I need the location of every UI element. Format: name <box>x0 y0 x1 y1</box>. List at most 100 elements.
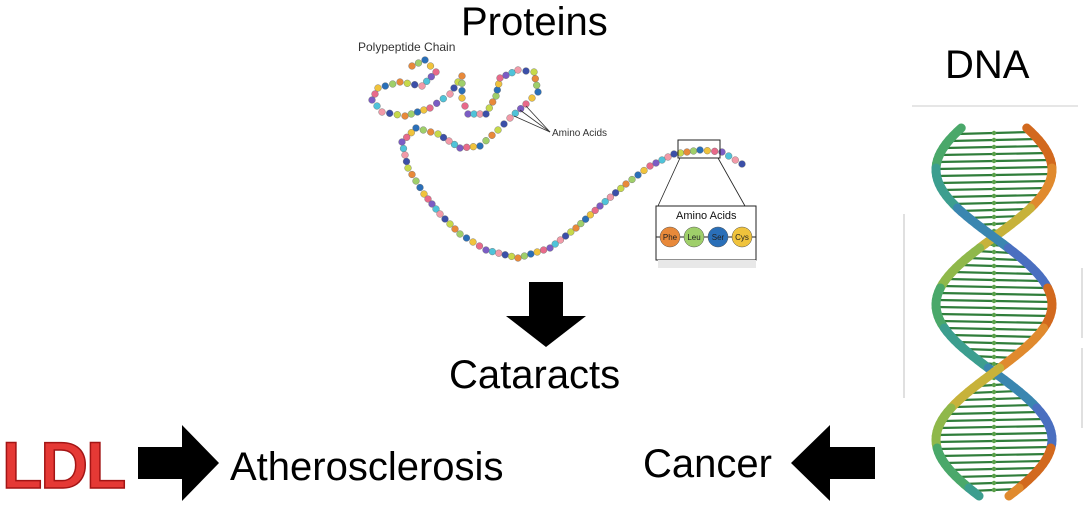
amino-acid-bead <box>515 255 522 262</box>
amino-acid-bead <box>623 181 630 188</box>
atom <box>992 306 996 310</box>
amino-acid-bead <box>476 243 483 250</box>
amino-acid-bead <box>409 171 416 178</box>
amino-acid-bead <box>534 249 541 256</box>
amino-acid-bead <box>379 109 386 116</box>
atom <box>992 299 996 303</box>
amino-acid-bead <box>535 89 542 96</box>
amino-acid-bead <box>459 80 466 87</box>
amino-acid-bead <box>697 147 704 154</box>
atom <box>992 334 996 338</box>
proteins-title: Proteins <box>461 2 608 42</box>
inset-shadow <box>658 260 756 268</box>
atom <box>992 348 996 352</box>
cancer-label: Cancer <box>643 444 772 484</box>
amino-acid-bead <box>489 248 496 255</box>
amino-acid-bead <box>470 239 477 246</box>
amino-acid-bead <box>459 87 466 94</box>
atom <box>992 453 996 457</box>
amino-acid-bead <box>532 75 539 82</box>
amino-acid-bead <box>533 82 540 89</box>
amino-acid-bead <box>442 216 449 223</box>
amino-acid-bead <box>739 161 746 168</box>
amino-acid-bead <box>405 165 412 172</box>
amino-acid-bead <box>397 79 404 86</box>
amino-acid-bead <box>465 111 472 118</box>
atom <box>992 257 996 261</box>
amino-acid-bead <box>477 143 484 150</box>
atom <box>992 432 996 436</box>
atom <box>992 439 996 443</box>
amino-acid-bead <box>495 127 502 134</box>
atom <box>992 474 996 478</box>
dna-base-pairs <box>934 130 1054 493</box>
amino-acid-bead <box>531 69 538 76</box>
amino-acid-bead <box>462 103 469 110</box>
amino-acid-bead <box>427 129 434 136</box>
amino-acid-bead <box>420 107 427 114</box>
pointer-line <box>526 106 550 132</box>
inset-amino-label: Cys <box>735 233 749 242</box>
amino-acid-bead <box>635 172 642 179</box>
amino-acid-bead <box>684 149 691 156</box>
atom <box>992 285 996 289</box>
left-arrow-icon <box>790 425 876 501</box>
atom <box>992 481 996 485</box>
amino-acid-bead <box>402 152 409 159</box>
atom <box>992 138 996 142</box>
amino-acid-bead <box>477 111 484 118</box>
amino-acid-bead <box>422 57 429 64</box>
inset-amino-label: Ser <box>712 233 725 242</box>
amino-acid-bead <box>427 105 434 112</box>
amino-acid-bead <box>665 154 672 161</box>
amino-acid-bead <box>413 178 420 185</box>
amino-acid-bead <box>440 95 447 102</box>
amino-acid-bead <box>653 160 660 167</box>
dna-helix-icon <box>900 98 1088 501</box>
amino-acid-bead <box>427 63 434 70</box>
amino-acid-bead <box>463 235 470 242</box>
amino-acid-bead <box>523 68 530 75</box>
atom <box>992 390 996 394</box>
amino-acid-bead <box>447 221 454 228</box>
atom <box>992 159 996 163</box>
amino-acid-bead <box>435 131 442 138</box>
right-arrow-icon <box>138 425 220 501</box>
atom <box>992 341 996 345</box>
amino-acid-bead <box>495 81 502 88</box>
amino-acid-bead <box>417 184 424 191</box>
amino-acid-bead <box>447 91 454 98</box>
amino-acid-bead <box>725 153 732 160</box>
amino-acid-bead <box>411 81 418 88</box>
amino-acid-bead <box>502 251 509 258</box>
amino-acid-bead <box>493 93 500 100</box>
amino-acid-bead <box>495 250 502 257</box>
atom <box>992 264 996 268</box>
amino-acids-pointer-label: Amino Acids <box>552 128 607 139</box>
atom <box>992 187 996 191</box>
atom <box>992 180 996 184</box>
cataracts-label: Cataracts <box>449 355 620 395</box>
amino-acid-bead <box>501 121 508 128</box>
amino-acid-bead <box>711 148 718 155</box>
backbone-segment <box>974 492 979 496</box>
atherosclerosis-label: Atherosclerosis <box>230 447 503 487</box>
atom <box>992 383 996 387</box>
atom <box>992 222 996 226</box>
amino-acid-bead <box>704 147 711 154</box>
amino-acid-bead <box>399 139 406 146</box>
down-arrow-icon <box>505 282 587 348</box>
atom <box>992 292 996 296</box>
amino-acid-bead <box>459 95 466 102</box>
atom <box>992 404 996 408</box>
ldl-text: LDL <box>2 428 125 500</box>
amino-acid-bead <box>433 100 440 107</box>
amino-acid-bead <box>508 253 515 260</box>
amino-acid-bead <box>512 110 519 117</box>
atom <box>992 397 996 401</box>
atom <box>992 173 996 177</box>
atom <box>992 271 996 275</box>
atom <box>992 446 996 450</box>
atom <box>992 131 996 135</box>
amino-acid-bead <box>494 87 501 94</box>
